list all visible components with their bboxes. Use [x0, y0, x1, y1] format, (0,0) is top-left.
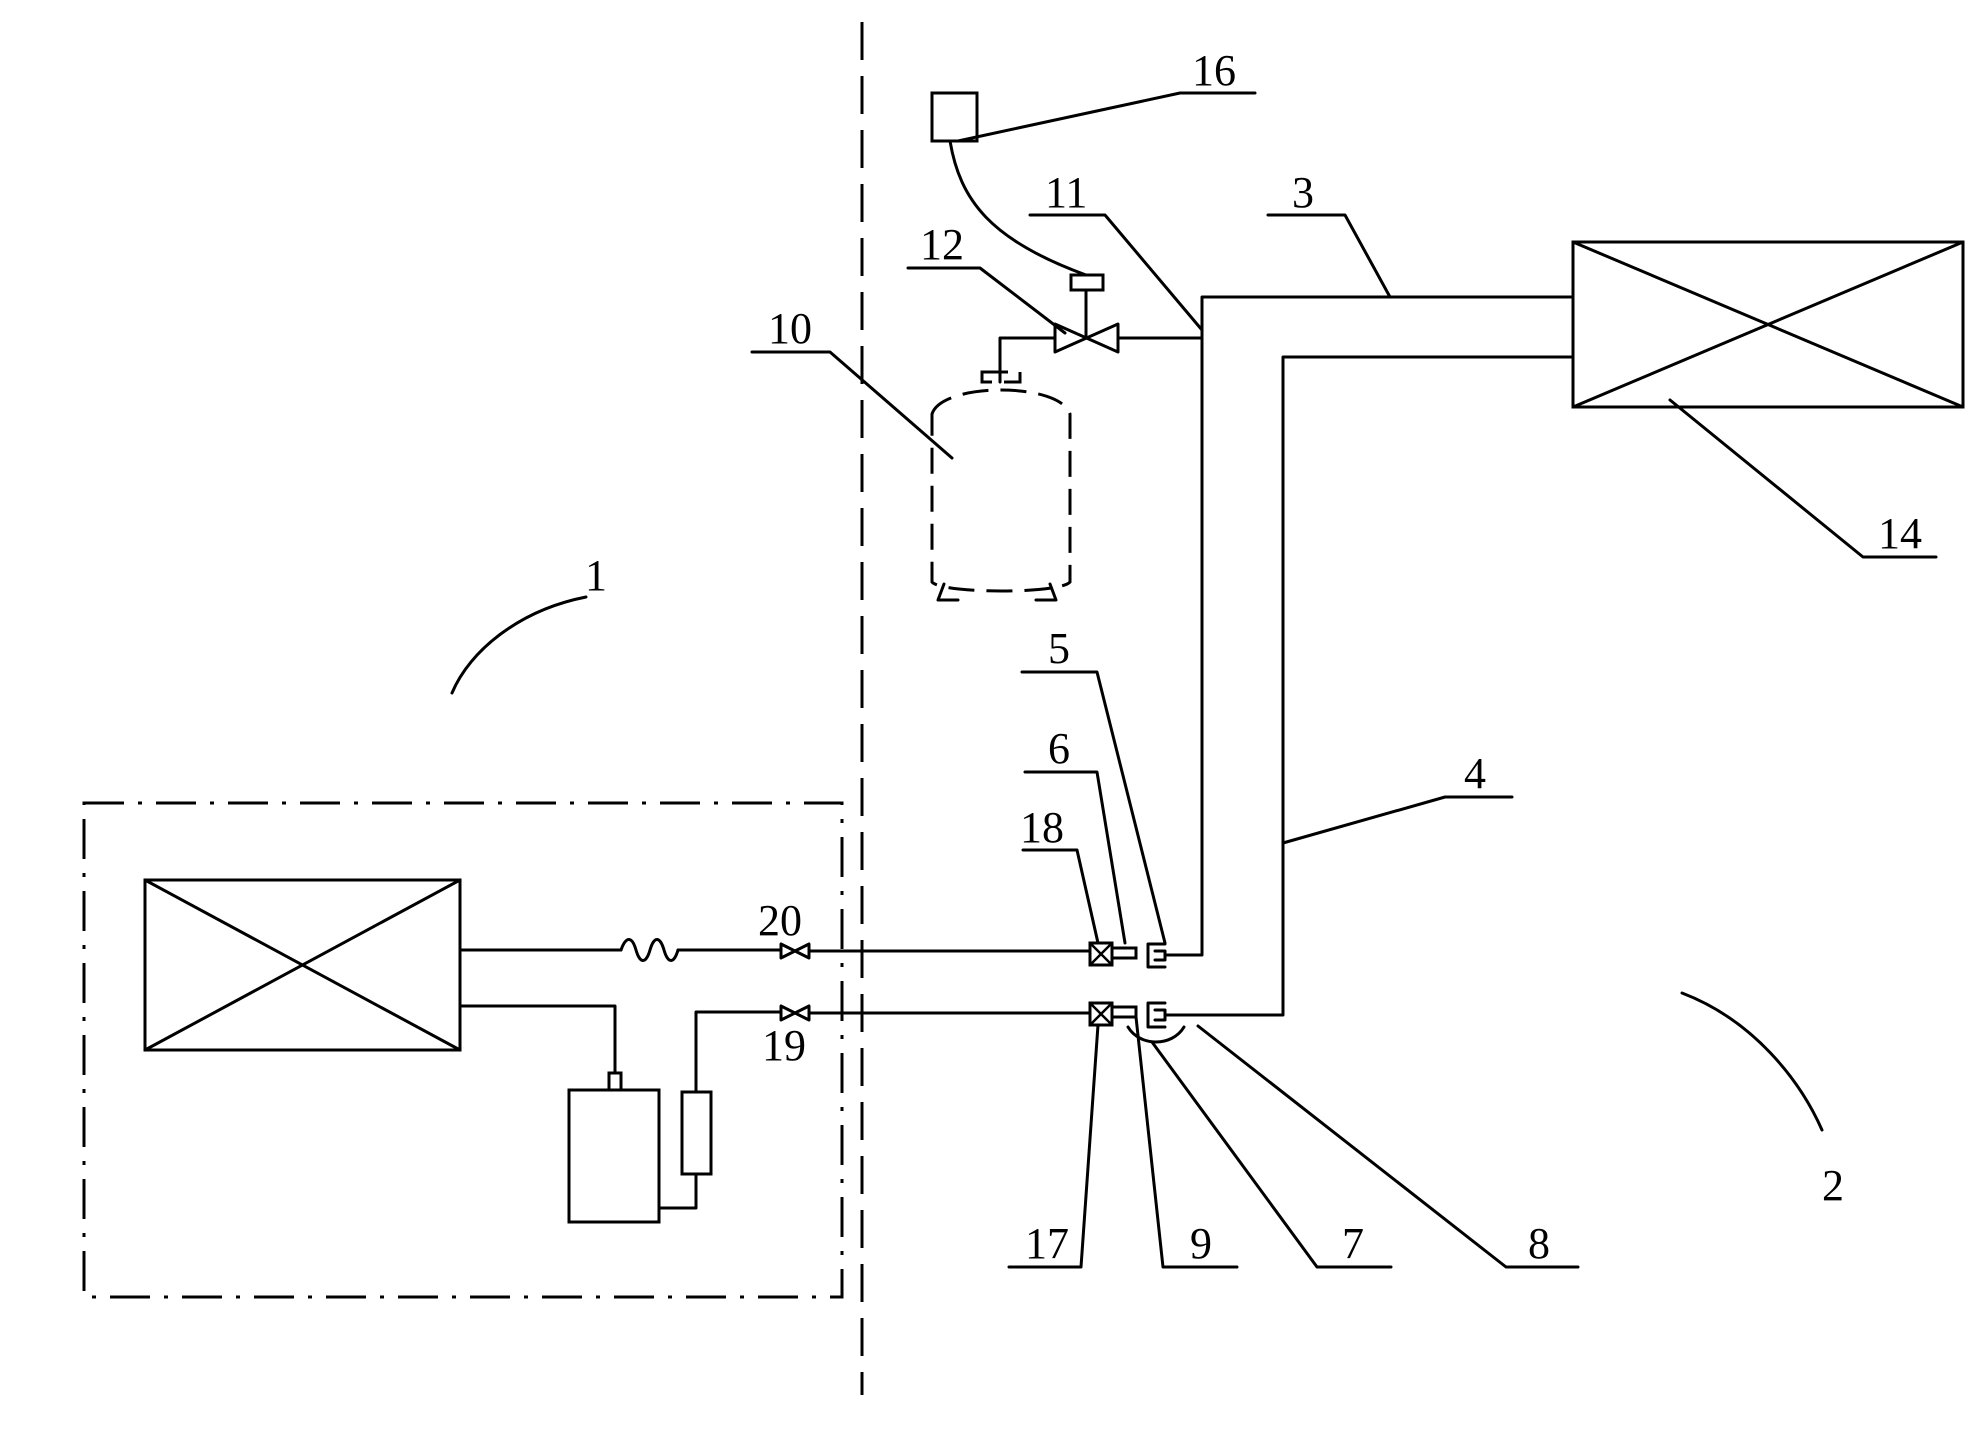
leader-1	[450, 595, 588, 695]
leader-3	[1266, 213, 1392, 299]
gas-pipe-4	[1163, 355, 1575, 1017]
label-10: 10	[768, 304, 812, 353]
accumulator	[680, 1090, 713, 1176]
label-16: 16	[1192, 46, 1236, 95]
outdoor-heat-exchanger-cross-2	[143, 878, 462, 1052]
gas-pipe-outdoor	[694, 1010, 783, 1094]
label-17: 17	[1025, 1219, 1069, 1268]
boundary-lines	[82, 22, 864, 1395]
refrigerant-cylinder-10	[930, 388, 1072, 593]
charging-valve-12	[1053, 322, 1120, 354]
cylinder-foot-right	[1034, 582, 1058, 602]
leader-16	[956, 91, 1257, 143]
shutoff-valve-19	[779, 1004, 811, 1022]
label-8: 8	[1528, 1219, 1550, 1268]
shutoff-valve-20	[779, 942, 811, 960]
leader-14	[1668, 398, 1938, 559]
compressor	[567, 1088, 661, 1224]
label-6: 6	[1048, 724, 1070, 773]
label-5: 5	[1048, 624, 1070, 673]
liquid-pipe-3	[1163, 295, 1575, 957]
compressor-port	[607, 1071, 623, 1092]
flare-nut-5	[1146, 942, 1167, 969]
outdoor-unit-dash-dot-boundary	[82, 801, 844, 1299]
connector-9	[1110, 1005, 1138, 1019]
leader-6	[1023, 770, 1127, 945]
compressor-suction-line	[458, 1004, 617, 1075]
leader-18	[1021, 848, 1100, 945]
leader-11	[1028, 213, 1204, 332]
cylinder-foot-left	[936, 582, 960, 602]
connecting-pipes	[807, 295, 1575, 1044]
leader-2	[1680, 991, 1824, 1132]
charging-assembly	[930, 91, 1120, 602]
label-4: 4	[1464, 749, 1486, 798]
leader-7	[1150, 1040, 1393, 1269]
control-cable	[948, 139, 1088, 277]
cylinder-valve-cap	[980, 370, 1022, 384]
indoor-heat-exchanger-cross-2	[1571, 240, 1965, 409]
label-12: 12	[920, 220, 964, 269]
joint-valve-18-cross-2	[1088, 941, 1114, 967]
controller-16	[930, 91, 979, 143]
cylinder-feed-line	[998, 336, 1057, 384]
flare-nut-8	[1146, 1001, 1167, 1029]
label-2: 2	[1822, 1161, 1844, 1210]
capillary-coil	[619, 938, 680, 962]
joint-valve-17-cross-2	[1088, 1001, 1114, 1027]
label-19: 19	[762, 1021, 806, 1070]
label-14: 14	[1878, 509, 1922, 558]
leader-17	[1007, 1023, 1100, 1269]
seal-arc-7	[1126, 1025, 1186, 1044]
leader-12	[906, 266, 1067, 335]
indoor-unit	[1571, 240, 1965, 409]
label-20: 20	[758, 896, 802, 945]
accumulator-outlet-line	[657, 1172, 698, 1210]
leader-10	[750, 350, 954, 460]
callout-labels: 1 2 3 4 5 6 7 8 9 10 11 12 14 16 17 18 1…	[585, 46, 1922, 1268]
charging-valve-actuator	[1069, 273, 1105, 292]
label-18: 18	[1020, 803, 1064, 852]
connector-6	[1110, 946, 1138, 960]
label-11: 11	[1045, 168, 1087, 217]
callout-leaders	[450, 91, 1938, 1269]
label-3: 3	[1292, 168, 1314, 217]
label-7: 7	[1342, 1219, 1364, 1268]
leader-8	[1196, 1024, 1580, 1269]
leader-4	[1281, 795, 1514, 845]
leader-5	[1020, 670, 1167, 945]
outdoor-unit	[143, 878, 811, 1224]
label-9: 9	[1190, 1219, 1212, 1268]
label-1: 1	[585, 551, 607, 600]
leader-9	[1134, 1015, 1239, 1269]
